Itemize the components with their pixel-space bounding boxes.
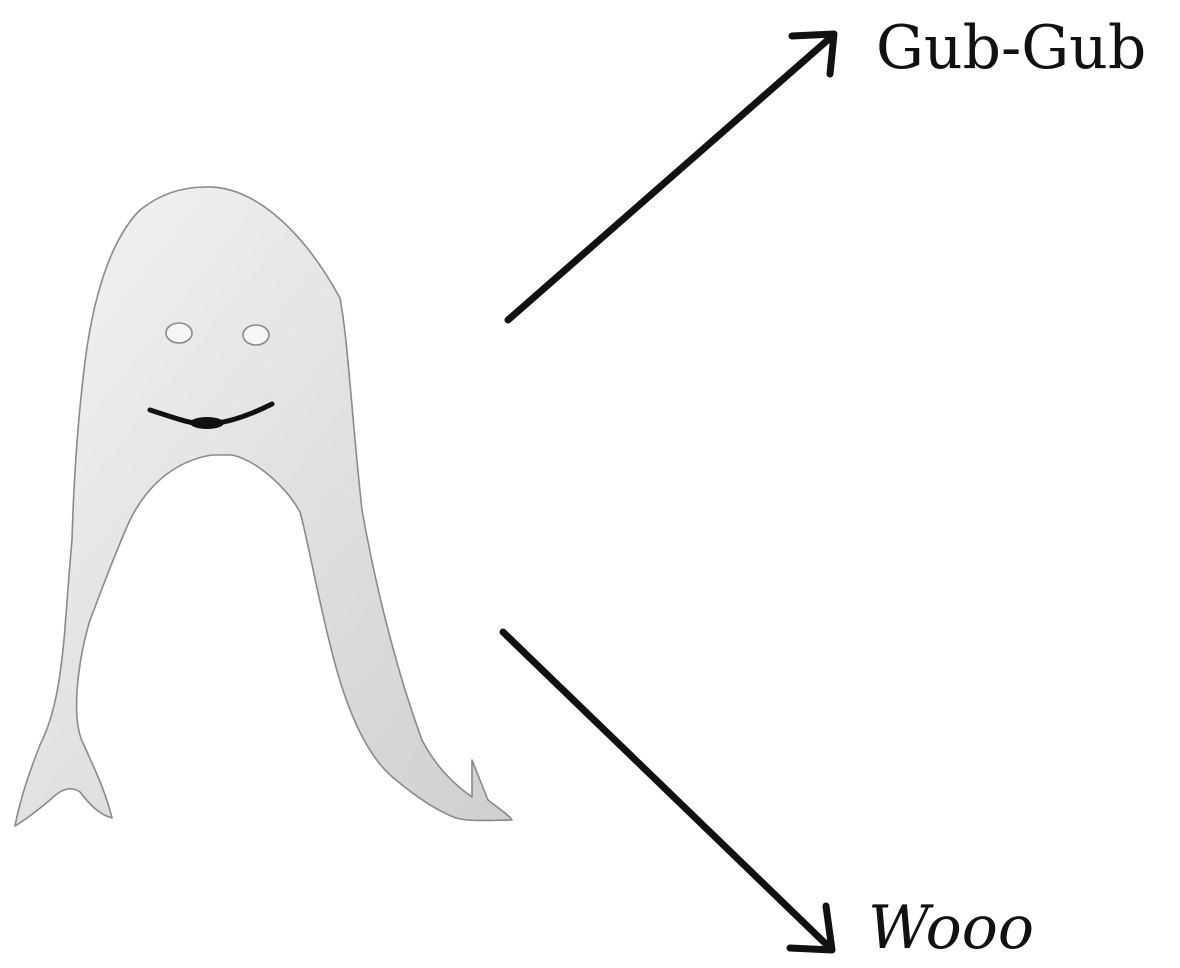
- label-gub-gub: Gub-Gub: [876, 18, 1146, 78]
- ghost-figure: [15, 187, 512, 826]
- right-eye: [243, 325, 269, 345]
- arrow-to-gub-gub: [508, 34, 834, 320]
- mouth-center: [190, 417, 224, 429]
- left-eye: [166, 323, 192, 343]
- arrow-to-wooo: [503, 632, 832, 950]
- ghost-body: [15, 187, 512, 826]
- label-wooo: Wooo: [868, 898, 1034, 958]
